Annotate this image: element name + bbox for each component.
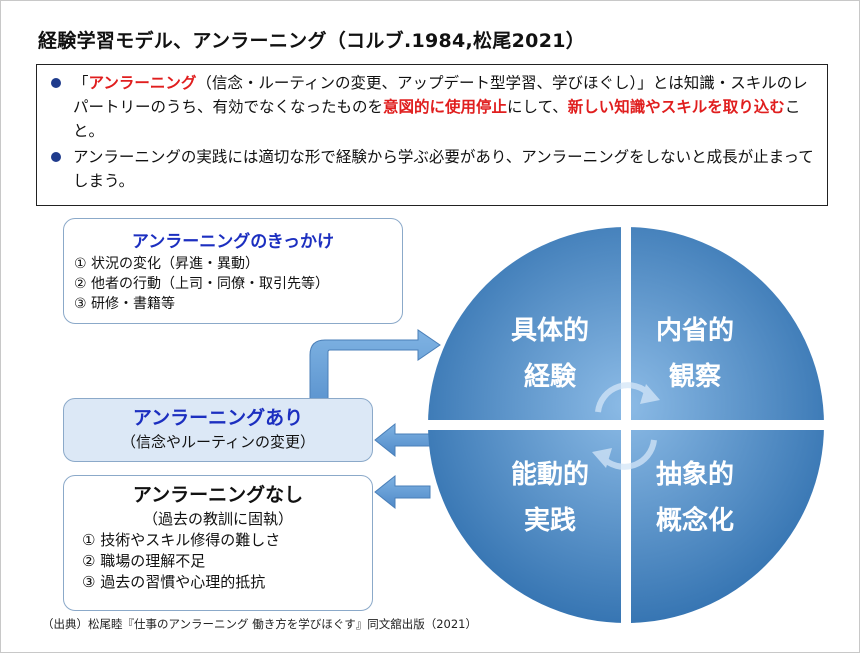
highlight-term: 意図的に使用停止 — [383, 98, 508, 116]
quadrant-reflective-observation: 内省的 観察 — [640, 308, 750, 400]
divider-horizontal — [424, 420, 828, 430]
bullet-dot-icon — [51, 152, 61, 162]
page-title: 経験学習モデル、アンラーニング（コルブ.1984,松尾2021） — [38, 30, 586, 52]
with-unlearning-subtitle: （信念やルーティンの変更） — [120, 433, 316, 451]
triggers-title: アンラーニングのきっかけ — [131, 232, 335, 252]
text-fragment: （信念・ルーティンの変更、アップデート型学習、学びほぐし）」とは知識・スキルのレ… — [73, 74, 808, 116]
arrow-left-without — [374, 474, 431, 510]
intro-box: 「アンラーニング（信念・ルーティンの変更、アップデート型学習、学びほぐし）」とは… — [36, 64, 828, 206]
rotation-arrows-icon — [592, 382, 660, 470]
unlearning-triggers-box: アンラーニングのきっかけ ① 状況の変化（昇進・異動） ② 他者の行動（上司・同… — [63, 218, 403, 324]
trigger-item: ③ 研修・書籍等 — [74, 296, 176, 312]
without-unlearning-title: アンラーニングなし — [132, 484, 304, 506]
quadrant-label-line: 概念化 — [655, 506, 734, 536]
with-unlearning-title: アンラーニングあり — [132, 407, 304, 429]
quadrant-abstract-conceptualization: 抽象的 概念化 — [640, 452, 750, 544]
obstacle-item: ③ 過去の習慣や心理的抵抗 — [82, 573, 266, 591]
without-unlearning-box: アンラーニングなし （過去の教訓に固執） ① 技術やスキル修得の難しさ ② 職場… — [63, 475, 373, 611]
text-fragment: 「 — [73, 74, 89, 92]
bullet-text: アンラーニングの実践には適切な形で経験から学ぶ必要があり、アンラーニングをしない… — [73, 148, 814, 190]
quadrant-label-line: 実践 — [523, 506, 576, 536]
quadrant-active-experimentation: 能動的 実践 — [495, 452, 605, 544]
quadrant-label-line: 経験 — [523, 362, 576, 392]
arrow-left-with — [374, 422, 431, 458]
quadrant-label-line: 能動的 — [510, 460, 589, 490]
obstacle-item: ② 職場の理解不足 — [82, 552, 206, 570]
with-unlearning-box: アンラーニングあり （信念やルーティンの変更） — [63, 398, 373, 462]
trigger-item: ② 他者の行動（上司・同僚・取引先等） — [74, 276, 329, 292]
obstacle-item: ① 技術やスキル修得の難しさ — [82, 531, 281, 549]
highlight-term: 新しい知識やスキルを取り込む — [567, 98, 785, 116]
quadrant-label-line: 内省的 — [655, 316, 734, 346]
without-unlearning-subtitle: （過去の教訓に固執） — [142, 510, 293, 528]
intro-bullet-1: 「アンラーニング（信念・ルーティンの変更、アップデート型学習、学びほぐし）」とは… — [51, 71, 815, 143]
quadrant-label-line: 抽象的 — [655, 460, 734, 490]
source-citation: （出典）松尾睦『仕事のアンラーニング 働き方を学びほぐす』同文舘出版（2021） — [42, 617, 477, 631]
quadrant-concrete-experience: 具体的 経験 — [495, 308, 605, 400]
trigger-item: ① 状況の変化（昇進・異動） — [74, 256, 260, 272]
highlight-term: アンラーニング — [88, 74, 197, 92]
text-fragment: にして、 — [507, 98, 568, 116]
bullet-dot-icon — [51, 78, 61, 88]
quadrant-label-line: 具体的 — [510, 316, 589, 346]
quadrant-label-line: 観察 — [668, 362, 721, 392]
text-fragment: こと。 — [73, 98, 801, 140]
intro-bullet-2: アンラーニングの実践には適切な形で経験から学ぶ必要があり、アンラーニングをしない… — [51, 145, 815, 193]
